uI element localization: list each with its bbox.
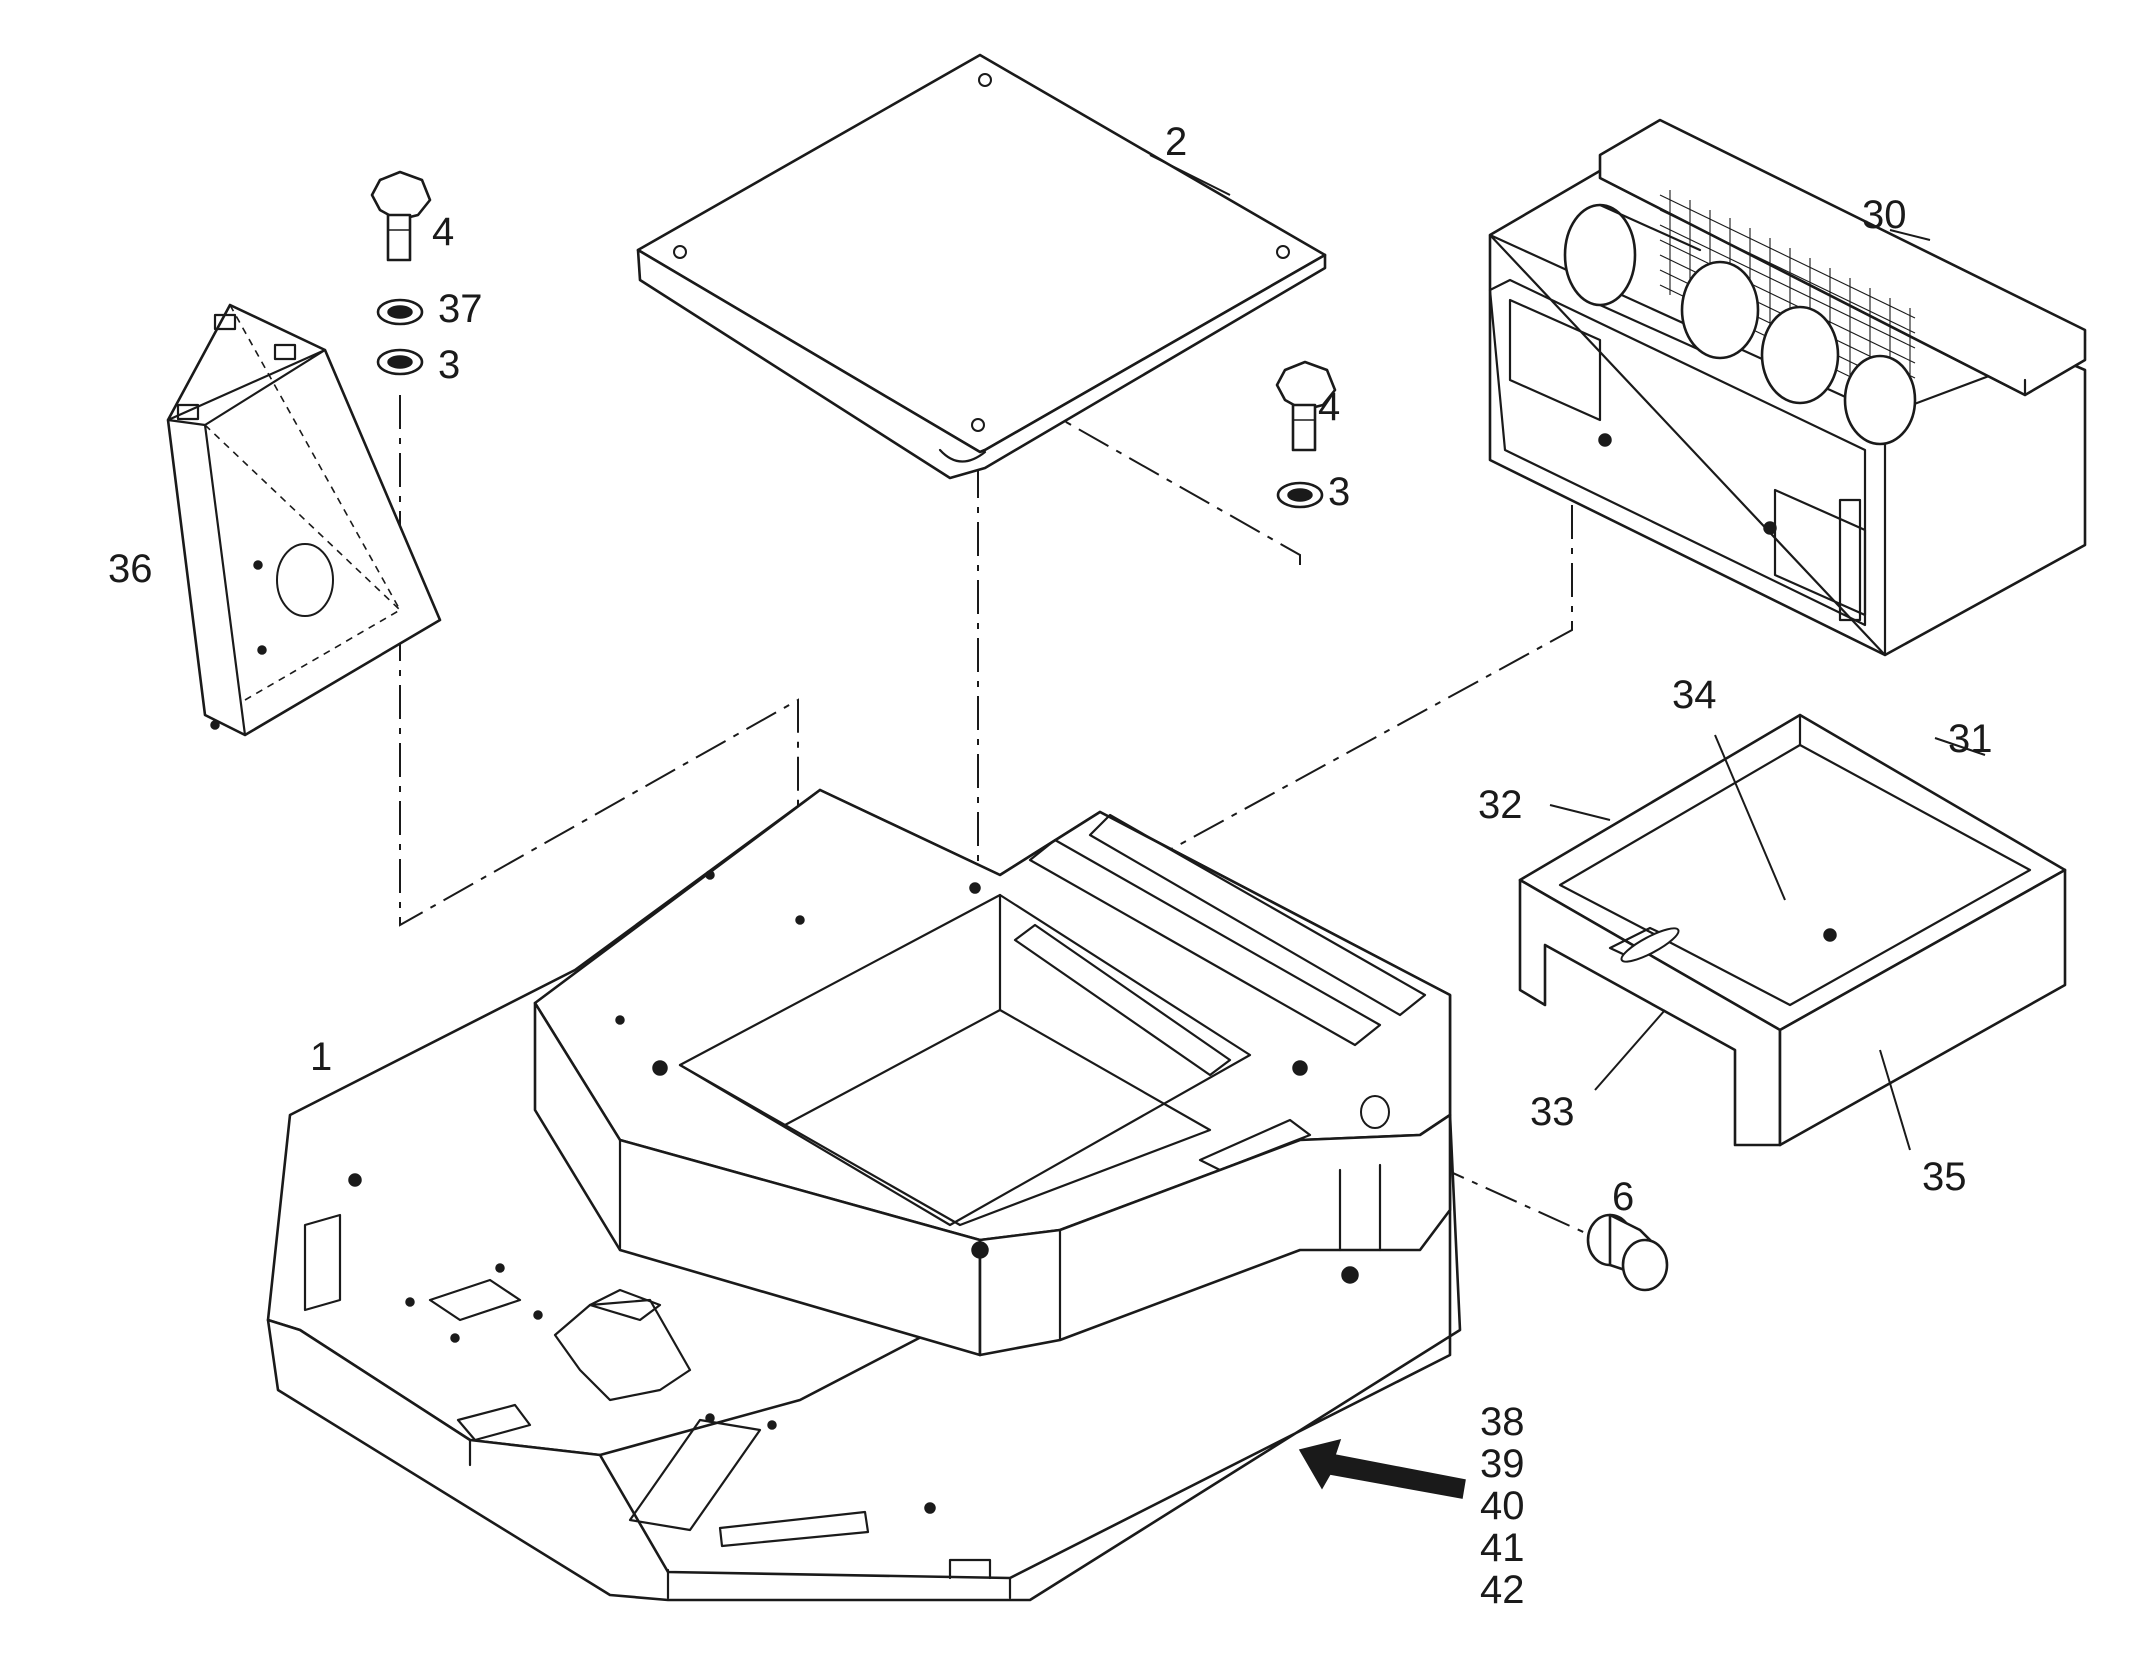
base-part <box>266 788 1462 1602</box>
leader-lines <box>1149 154 1986 1151</box>
tray-part <box>1518 713 2067 1147</box>
arrow-up-left-icon <box>1298 1438 1466 1499</box>
callout-washer-left: 3 <box>438 343 460 387</box>
callout-washer-right: 3 <box>1328 470 1350 514</box>
callout-bracket: 36 <box>108 547 153 591</box>
callout-group-ref-2: 39 <box>1480 1442 1525 1486</box>
callout-tray-right-edge: 31 <box>1948 717 1993 761</box>
callout-tray-side: 35 <box>1922 1155 1967 1199</box>
plug-part <box>1586 1213 1669 1292</box>
callout-group-ref-3: 40 <box>1480 1484 1525 1528</box>
callout-lock-washer: 37 <box>438 287 483 331</box>
callout-cover: 2 <box>1165 120 1187 164</box>
callout-tray-front-edge: 33 <box>1530 1090 1575 1134</box>
callout-plug: 6 <box>1612 1175 1634 1219</box>
filter-unit-part <box>1488 118 2087 657</box>
callout-tray-floor: 34 <box>1672 673 1717 717</box>
callout-group-ref-1: 38 <box>1480 1400 1525 1444</box>
callout-group-ref-4: 41 <box>1480 1526 1525 1570</box>
callout-bolt-right: 4 <box>1318 385 1340 429</box>
callout-tray-left-edge: 32 <box>1478 783 1523 827</box>
cover-plate-part <box>636 53 1327 480</box>
callout-base: 1 <box>310 1035 332 1079</box>
right-fastener-stack <box>1275 360 1337 509</box>
callout-bolt-left: 4 <box>432 210 454 254</box>
callout-labels: 1 2 4 37 3 4 3 36 30 31 32 34 33 35 6 38… <box>108 120 1993 1612</box>
left-fastener-stack <box>370 170 432 376</box>
callout-filter-unit: 30 <box>1862 193 1907 237</box>
callout-group-ref-5: 42 <box>1480 1568 1525 1612</box>
bracket-part <box>166 303 442 737</box>
